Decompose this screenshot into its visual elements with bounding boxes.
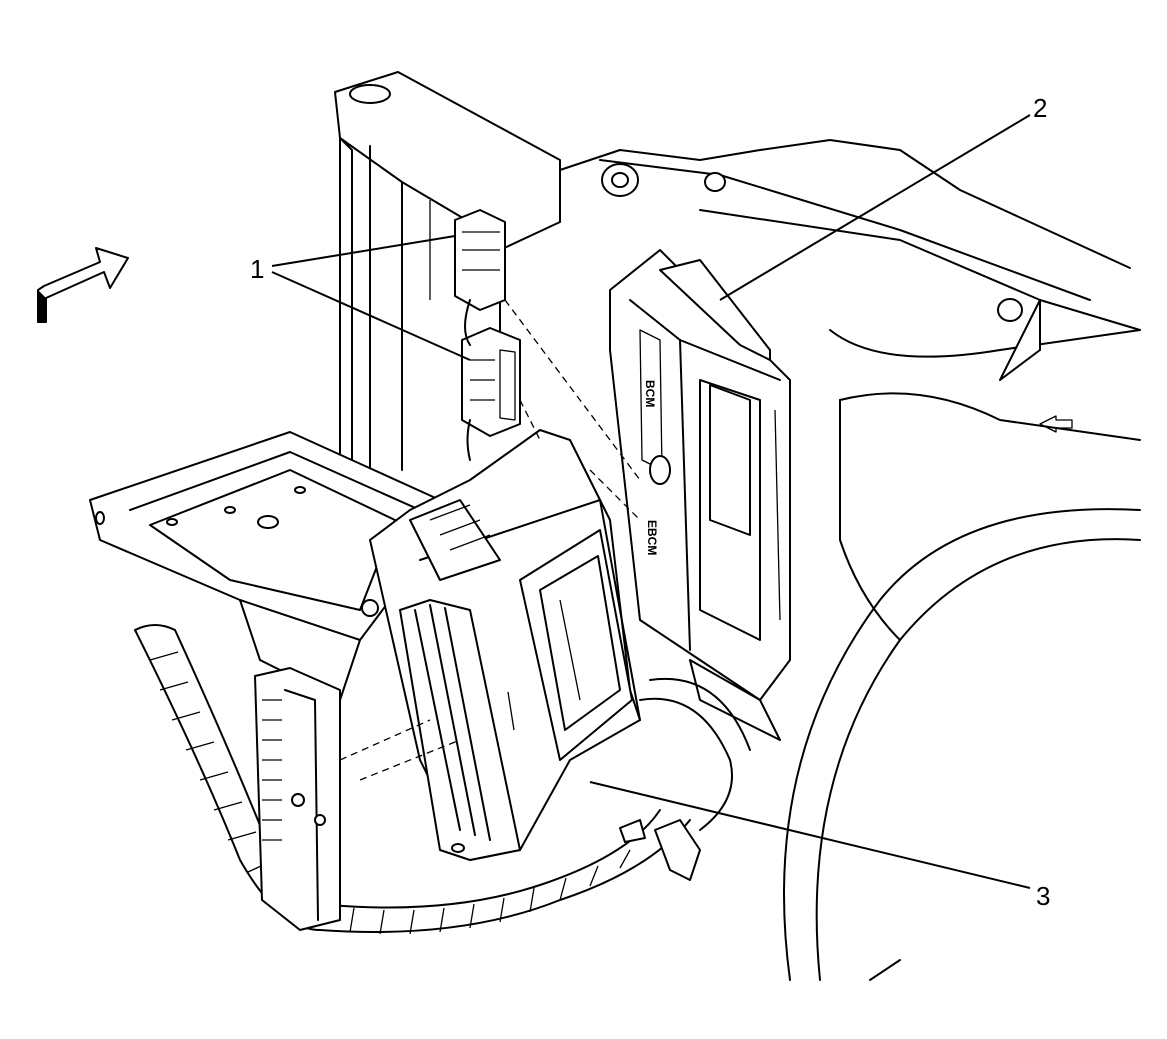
callout-3-label: 3	[1036, 881, 1050, 911]
module-harness-connector	[254, 667, 341, 931]
callout-2-leader	[719, 114, 1031, 301]
alignment-line	[359, 739, 461, 781]
alignment-line	[339, 719, 431, 761]
callout-1-leader-lower	[271, 271, 471, 361]
upper-harness-connector	[454, 209, 506, 311]
vehicle-front-arrow-icon	[37, 247, 129, 323]
callout-1-leader-upper	[271, 235, 456, 267]
mounting-pillar	[334, 71, 561, 481]
body-control-module: BCM EBCM	[609, 249, 791, 741]
module-lettering: EBCM	[645, 520, 659, 555]
harness-clip	[619, 819, 701, 881]
callout-2-label: 2	[1033, 93, 1047, 123]
callout-3-leader	[589, 781, 1031, 889]
alignment-line	[519, 399, 541, 441]
callout-1-label: 1	[250, 254, 264, 284]
electronic-brake-control-module	[361, 429, 641, 861]
alignment-line	[504, 299, 641, 481]
module-lettering: BCM	[643, 380, 657, 407]
instrument-panel-frame	[559, 139, 1141, 981]
lower-harness-connector	[461, 327, 521, 437]
